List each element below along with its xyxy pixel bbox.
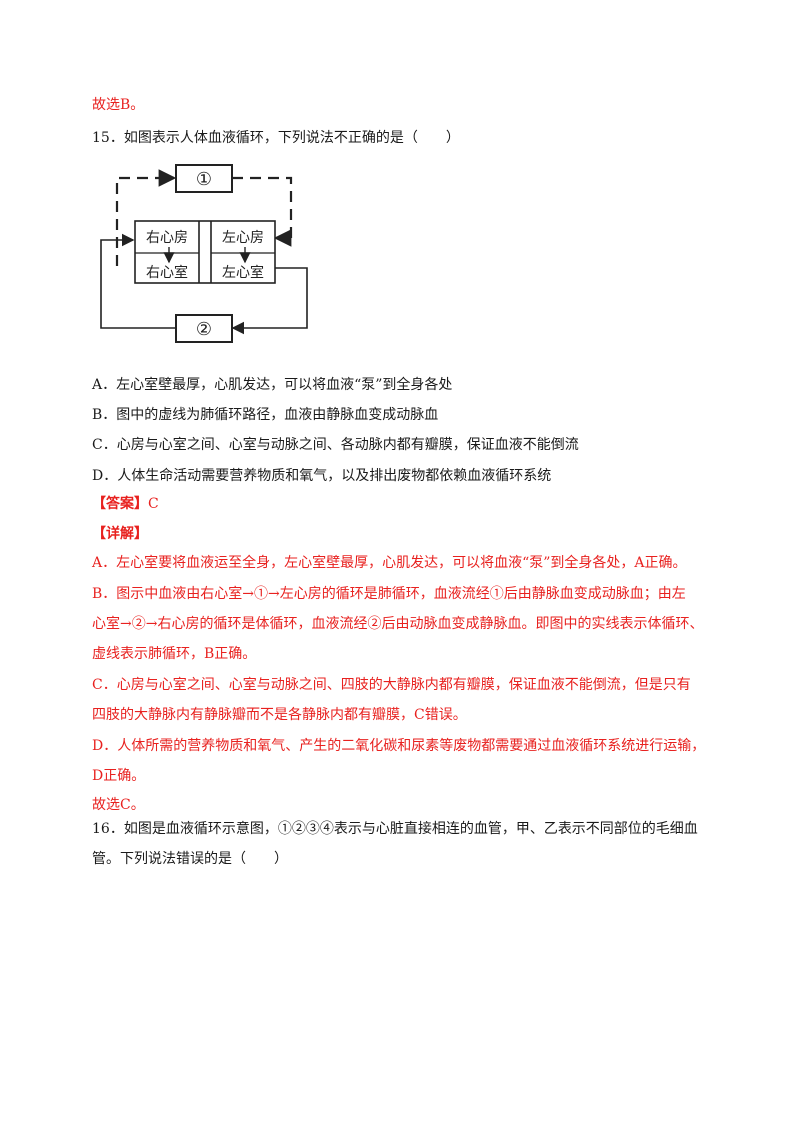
answer-line: 【答案】C [92, 494, 722, 514]
option-d: D．人体生命活动需要营养物质和氧气，以及排出废物都依赖血液循环系统 [92, 468, 552, 484]
node-1-label: ① [196, 169, 212, 190]
node-1-box [175, 164, 233, 193]
right-atrium-label: 右心房 [146, 230, 188, 246]
node-2-box [175, 314, 233, 343]
answer-label: 【答案】 [92, 496, 148, 512]
detail-line: 心室→②→右心房的循环是体循环，血液流经②后由动脉血变成静脉血。即图中的实线表示… [92, 616, 704, 632]
answer-value: C [148, 496, 159, 512]
prev-conclusion: 故选B。 [92, 97, 145, 113]
node-2-label: ② [196, 319, 212, 340]
systemic-loop-solid-return [100, 233, 176, 329]
pulmonary-loop-dashed-return [232, 176, 293, 247]
pulmonary-loop-dashed [115, 169, 177, 266]
detail-line: A．左心室要将血液运至全身，左心室壁最厚，心肌发达，可以将血液“泵”到全身各处，… [92, 555, 687, 571]
q15-conclusion: 故选C。 [92, 797, 145, 813]
option-b: B．图中的虚线为肺循环路径，血液由静脉血变成动脉血 [92, 407, 439, 423]
option-a: A．左心室壁最厚，心肌发达，可以将血液“泵”到全身各处 [92, 377, 453, 393]
question-15-stem: 15．如图表示人体血液循环，下列说法不正确的是（ ） [92, 130, 460, 146]
question-16-stem-line: 16．如图是血液循环示意图，①②③④表示与心脏直接相连的血管，甲、乙表示不同部位… [92, 821, 698, 837]
detail-line: D正确。 [92, 768, 146, 784]
left-atrium-label: 左心房 [222, 230, 264, 246]
left-ventricle-label: 左心室 [222, 264, 264, 281]
detail-line: B．图示中血液由右心室→①→左心房的循环是肺循环，血液流经①后由静脉血变成动脉血… [92, 586, 686, 602]
detail-line: D．人体所需的营养物质和氧气、产生的二氧化碳和尿素等废物都需要通过血液循环系统进… [92, 738, 706, 754]
detail-line: C．心房与心室之间、心室与动脉之间、四肢的大静脉内都有瓣膜，保证血液不能倒流，但… [92, 677, 691, 693]
systemic-loop-solid [231, 267, 308, 335]
detail-label: 【详解】 [92, 526, 148, 542]
heart-box [134, 220, 276, 284]
circulation-diagram: ① 右心房 右心室 左心房 左心室 ② [100, 164, 308, 343]
question-16-stem-line: 管。下列说法错误的是（ ） [92, 851, 288, 867]
detail-line: 虚线表示肺循环，B正确。 [92, 646, 257, 662]
right-ventricle-label: 右心室 [146, 264, 188, 281]
option-c: C．心房与心室之间、心室与动脉之间、各动脉内都有瓣膜，保证血液不能倒流 [92, 437, 579, 453]
detail-line: 四肢的大静脉内有静脉瓣而不是各静脉内都有瓣膜，C错误。 [92, 707, 467, 723]
